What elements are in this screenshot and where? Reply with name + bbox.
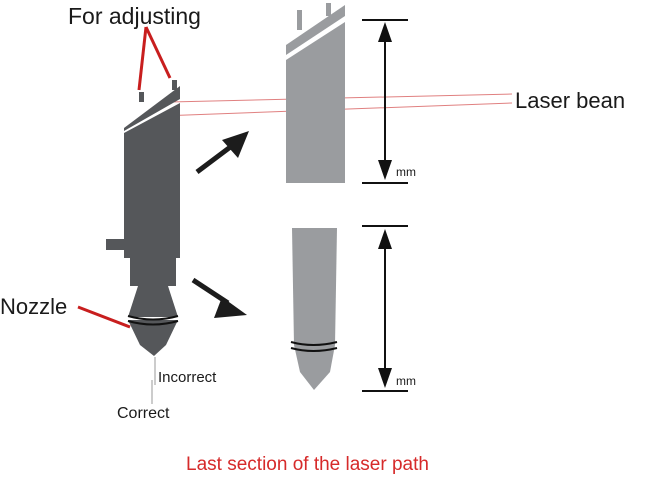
nozzle-section-enlarged: [290, 228, 338, 390]
upper-section-enlarged: [286, 3, 345, 183]
for-adjusting-label: For adjusting: [68, 3, 201, 29]
dimension-unit-top: mm: [396, 165, 416, 179]
cutting-head: [106, 80, 180, 356]
laser-beam-label: Laser bean: [515, 88, 626, 113]
upper-body: [286, 22, 345, 183]
side-port: [106, 239, 126, 250]
incorrect-label: Incorrect: [158, 369, 217, 386]
dimension-bottom: [362, 225, 408, 392]
zoom-arrows: [191, 131, 249, 318]
adjust-post-right: [172, 80, 177, 90]
dimension-top: [362, 19, 408, 184]
diagram-caption: Last section of the laser path: [186, 454, 429, 475]
leader-lines: [77, 26, 172, 329]
arrow-up-right: [195, 143, 235, 174]
nozzle: [128, 320, 178, 356]
head-body: [124, 103, 180, 258]
dimension-unit-bottom: mm: [396, 374, 416, 388]
nozzle-label: Nozzle: [0, 294, 68, 319]
leader-adjust-left: [137, 26, 148, 91]
leader-nozzle: [77, 305, 131, 329]
leader-adjust-right: [144, 26, 172, 79]
position-guides: [151, 357, 156, 404]
correct-label: Correct: [117, 405, 170, 422]
head-collar: [130, 256, 176, 286]
nozzle-tip-enlarged: [294, 345, 335, 390]
adjust-post-left: [139, 92, 144, 102]
